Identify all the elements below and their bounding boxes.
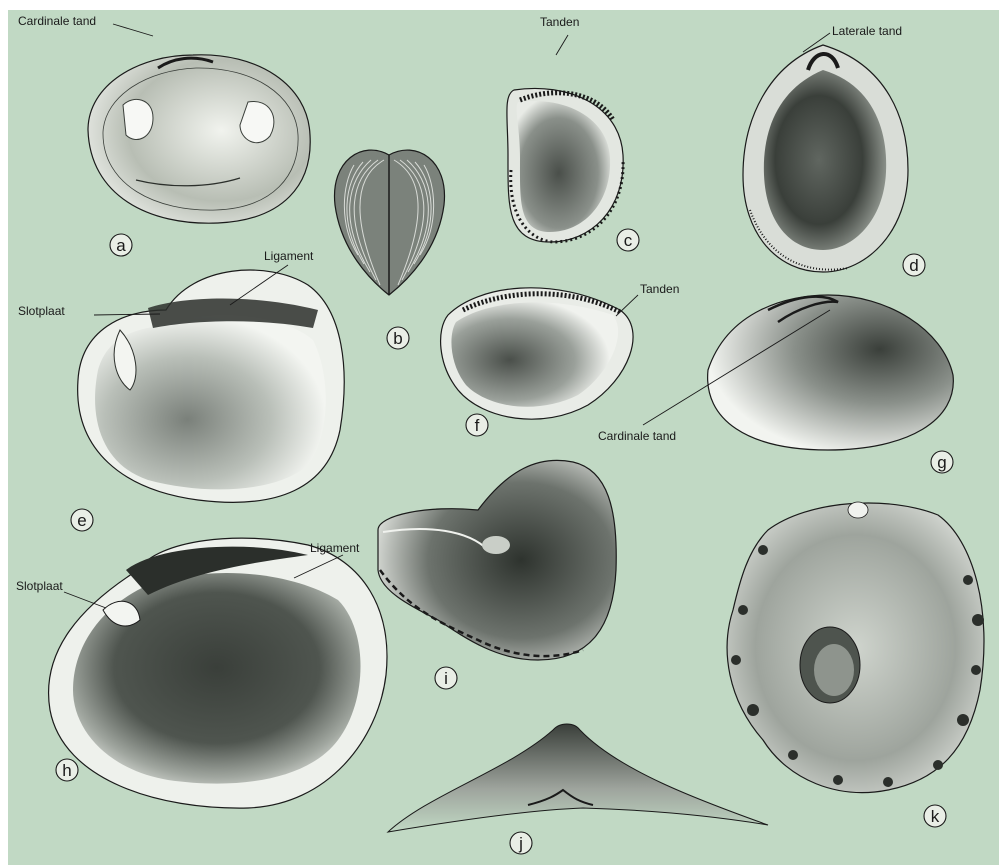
figure-letter-h: h xyxy=(62,761,71,780)
figure-letter-d: d xyxy=(909,256,918,275)
figure-letter-f: f xyxy=(475,416,480,435)
shell-plate: Cardinale tand Tanden Laterale tand Liga… xyxy=(8,10,999,865)
figure-marker-h: h xyxy=(56,759,78,781)
figure-letter-j: j xyxy=(518,834,523,853)
figure-marker-b: b xyxy=(387,327,409,349)
figure-marker-i: i xyxy=(435,667,457,689)
figure-marker-d: d xyxy=(903,254,925,276)
label-tanden-c: Tanden xyxy=(540,15,579,29)
shell-figure-a xyxy=(88,55,310,223)
figure-letter-k: k xyxy=(931,807,940,826)
label-cardinale-tand-g: Cardinale tand xyxy=(598,429,676,443)
figure-letter-e: e xyxy=(77,511,86,530)
figure-letter-g: g xyxy=(937,453,946,472)
figure-letter-i: i xyxy=(444,669,448,688)
figure-marker-e: e xyxy=(71,509,93,531)
label-cardinale-tand-a: Cardinale tand xyxy=(18,14,96,28)
label-laterale-tand: Laterale tand xyxy=(832,24,902,38)
label-slotplaat-h: Slotplaat xyxy=(16,579,63,593)
figure-letter-c: c xyxy=(624,231,633,250)
label-ligament-e: Ligament xyxy=(264,249,314,263)
figure-marker-f: f xyxy=(466,414,488,436)
figure-letter-b: b xyxy=(393,329,402,348)
label-ligament-h: Ligament xyxy=(310,541,360,555)
label-slotplaat-e: Slotplaat xyxy=(18,304,65,318)
figure-marker-g: g xyxy=(931,451,953,473)
figure-marker-a: a xyxy=(110,234,132,256)
shell-illustration-canvas: Cardinale tand Tanden Laterale tand Liga… xyxy=(8,10,999,865)
figure-marker-k: k xyxy=(924,805,946,827)
figure-marker-j: j xyxy=(510,832,532,854)
label-tanden-f: Tanden xyxy=(640,282,679,296)
figure-marker-c: c xyxy=(617,229,639,251)
figure-letter-a: a xyxy=(116,236,126,255)
